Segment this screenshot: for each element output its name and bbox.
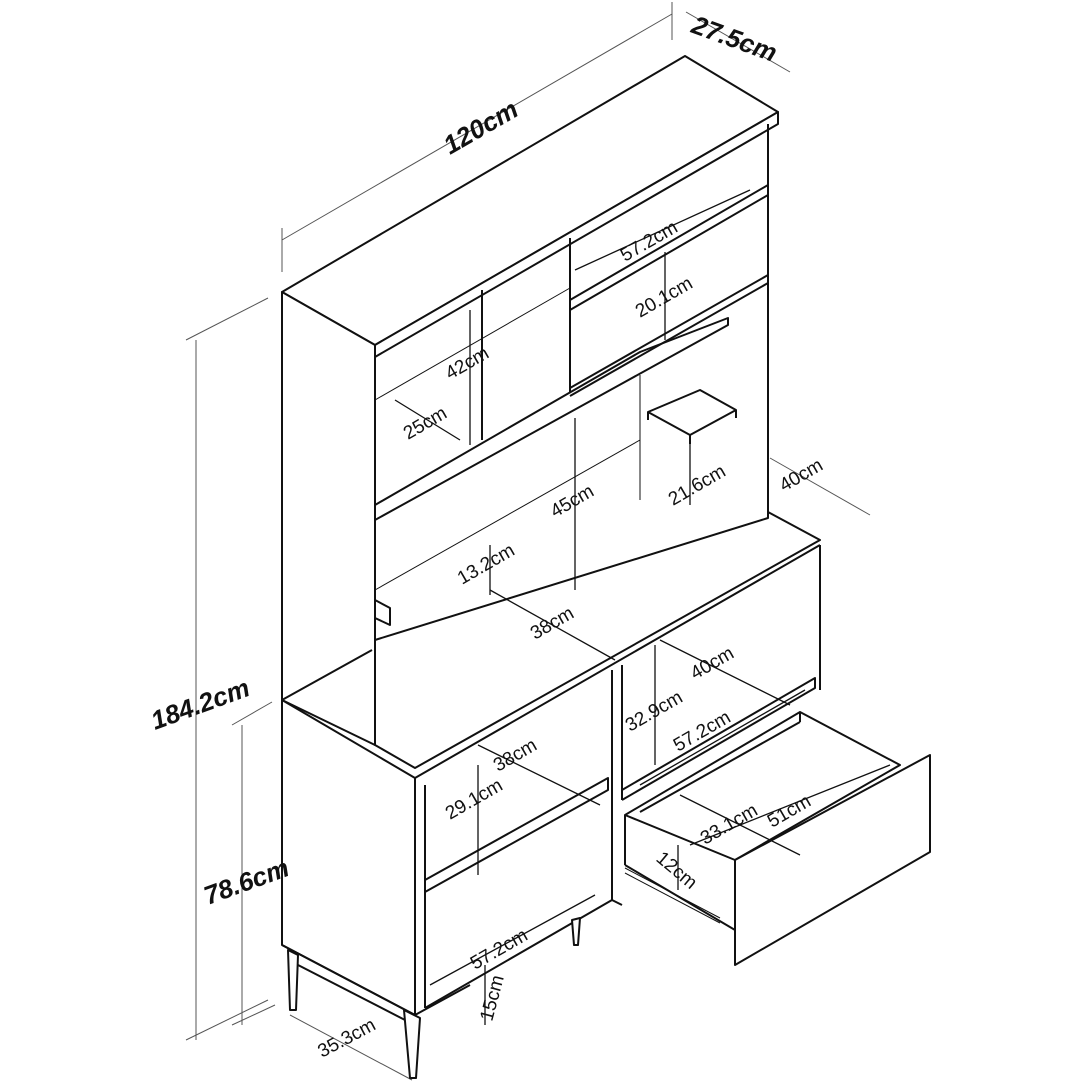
label-bottom-width: 57.2cm [467, 925, 531, 974]
label-left-opening-depth: 25cm [400, 403, 451, 444]
drawer-box [624, 711, 901, 861]
label-desk-right-height: 32.9cm [622, 687, 686, 736]
label-hutch-shelf-height: 20.1cm [632, 273, 696, 322]
label-lower-shelf-height: 29.1cm [442, 775, 506, 824]
label-left-opening-height: 42cm [442, 343, 493, 384]
leg-front [403, 1009, 421, 1079]
label-lower-shelf-depth: 38cm [490, 735, 541, 776]
leg-left [287, 949, 299, 1011]
hutch-left-side [281, 291, 376, 746]
leg-back [571, 917, 581, 946]
small-shelf [647, 389, 737, 436]
label-base-depth: 35.3cm [314, 1015, 379, 1063]
label-desk-right-depth: 40cm [687, 643, 738, 684]
label-center-height: 45cm [547, 481, 598, 522]
dimension-lines [185, 2, 871, 1081]
label-drawer-height: 12cm [652, 848, 701, 894]
label-top-depth: 27.5cm [687, 9, 781, 68]
desk-top [374, 511, 821, 769]
label-leg-height: 15cm [477, 973, 509, 1023]
measurement-arrows [394, 189, 891, 1025]
cable-slot [374, 599, 391, 626]
label-width: 120cm [438, 94, 523, 160]
label-lower-height: 78.6cm [200, 852, 293, 910]
label-small-shelf-height: 21.6cm [665, 461, 729, 510]
label-lower-gap: 13.2cm [454, 540, 518, 589]
label-side-depth: 40cm [776, 455, 827, 496]
hutch-top [281, 55, 779, 346]
drawer-front [734, 754, 931, 966]
label-total-height: 184.2cm [147, 672, 254, 735]
